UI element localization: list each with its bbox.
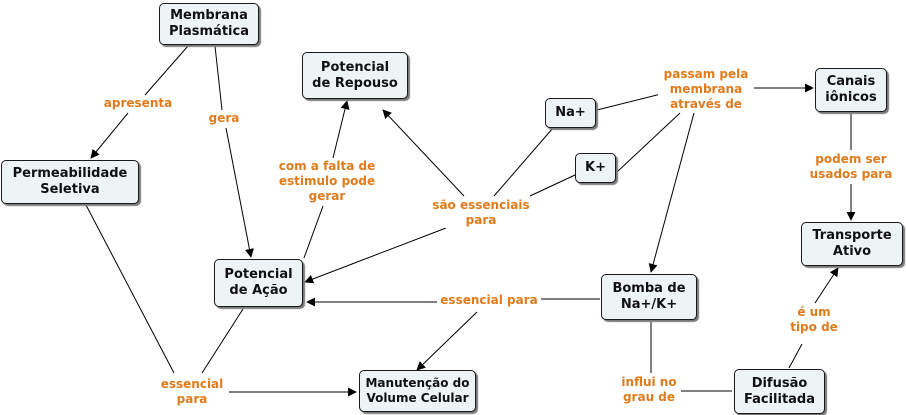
- node-na[interactable]: Na+: [545, 98, 596, 128]
- edge-difusao-tipo: [788, 343, 803, 369]
- link-apresenta: apresenta: [103, 96, 173, 111]
- edge-essenciais-repouso: [382, 109, 465, 197]
- node-bomba-na-k[interactable]: Bomba de Na+/K+: [601, 274, 697, 320]
- edge-permeabilidade-essencial2: [85, 204, 175, 374]
- edge-essenciais-acao: [304, 227, 447, 284]
- edge-acao-essencial2: [201, 308, 244, 374]
- edge-falta-repouso: [332, 100, 350, 159]
- edge-passam-bomba: [648, 112, 695, 273]
- node-potencial-de-repouso[interactable]: Potencial de Repouso: [302, 52, 408, 99]
- link-podem-ser-usados: podem ser usados para: [805, 152, 897, 182]
- link-influi-no-grau: influi no grau de: [617, 375, 681, 405]
- link-essencial-para-2: essencial para: [155, 377, 229, 407]
- edge-gera-acao: [225, 127, 254, 258]
- node-transporte-ativo[interactable]: Transporte Ativo: [801, 222, 903, 266]
- link-gera: gera: [206, 111, 242, 126]
- edge-na-essenciais: [493, 127, 554, 197]
- link-com-a-falta: com a falta de estimulo pode gerar: [274, 159, 380, 204]
- edge-na-passam: [596, 92, 666, 111]
- node-k[interactable]: K+: [575, 153, 616, 183]
- edge-k-essenciais: [529, 174, 576, 197]
- node-difusao-facilitada[interactable]: Difusão Facilitada: [734, 369, 825, 414]
- edge-membrana-gera: [214, 45, 223, 111]
- node-potencial-de-acao[interactable]: Potencial de Ação: [214, 259, 303, 307]
- node-manutencao-do-volume-celular[interactable]: Manutenção do Volume Celular: [359, 370, 476, 412]
- edge-membrana-apresenta: [144, 45, 189, 96]
- link-e-um-tipo-de: é um tipo de: [786, 305, 842, 335]
- edge-k-passam: [616, 112, 681, 173]
- edge-apresenta-permeabilidade: [90, 112, 129, 159]
- link-passam-pela-membrana: passam pela membrana através de: [658, 67, 754, 112]
- link-sao-essenciais: são essenciais para: [428, 198, 534, 228]
- link-essencial-para: essencial para: [437, 293, 541, 308]
- edge-essencial-manutencao: [416, 311, 478, 371]
- edge-acao-falta: [303, 205, 324, 259]
- node-canais-ionicos[interactable]: Canais iônicos: [815, 68, 887, 112]
- edge-tipo-transporte: [814, 267, 839, 304]
- node-permeabilidade-seletiva[interactable]: Permeabilidade Seletiva: [1, 160, 139, 204]
- node-membrana-plasmatica[interactable]: Membrana Plasmática: [159, 3, 259, 45]
